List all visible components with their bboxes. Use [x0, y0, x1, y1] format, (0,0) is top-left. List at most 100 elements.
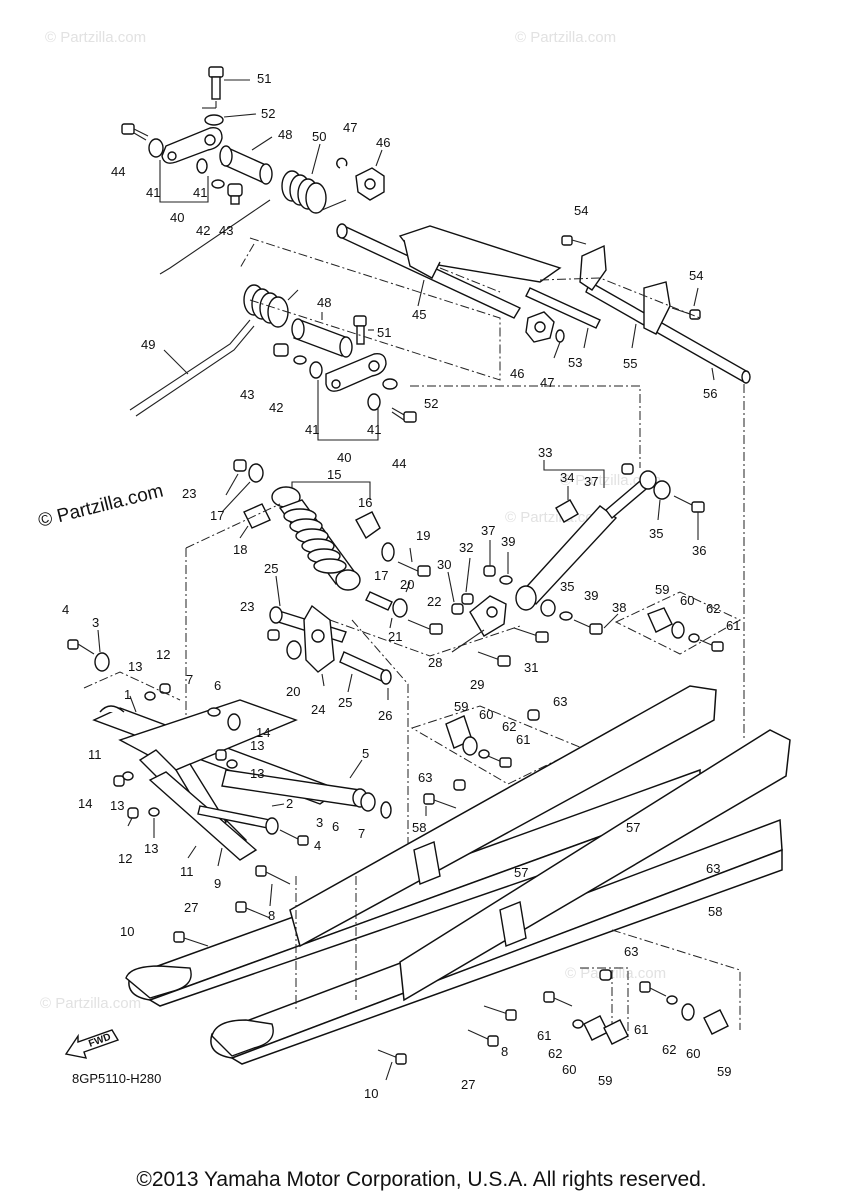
callout-25: 25: [338, 695, 352, 710]
callout-20: 20: [400, 577, 414, 592]
callout-63: 63: [418, 770, 432, 785]
collar-60-icon: [681, 1003, 695, 1021]
block-59-icon: [603, 1019, 629, 1045]
nut-23-icon: [233, 459, 247, 472]
callout-47: 47: [540, 375, 554, 390]
bushing-20-icon: [286, 640, 302, 660]
callout-3: 3: [92, 615, 99, 630]
callout-29: 29: [470, 677, 484, 692]
bolt-10-icon: [377, 1049, 407, 1065]
callout-44: 44: [392, 456, 406, 471]
bolt-22-icon: [407, 619, 443, 635]
bolt-44-icon: [391, 407, 417, 423]
bushing-3-icon: [265, 817, 279, 835]
bolt-8-icon: [255, 865, 291, 885]
collar-48-icon: [291, 318, 353, 358]
callout-26: 26: [378, 708, 392, 723]
callout-23: 23: [240, 599, 254, 614]
callout-4: 4: [314, 838, 321, 853]
bushing-41-icon: [367, 393, 381, 411]
callout-62: 62: [502, 719, 516, 734]
circlip-47-icon: [555, 329, 565, 343]
collar-21-icon: [365, 591, 393, 611]
callout-61: 61: [516, 732, 530, 747]
collar-18-icon: [243, 503, 271, 529]
callout-43: 43: [219, 223, 233, 238]
collar-35-icon: [540, 599, 556, 617]
callout-59: 59: [454, 699, 468, 714]
callout-31: 31: [524, 660, 538, 675]
callout-44: 44: [111, 164, 125, 179]
callout-30: 30: [437, 557, 451, 572]
callout-23: 23: [182, 486, 196, 501]
bolt-61-icon: [699, 639, 724, 652]
callout-51: 51: [377, 325, 391, 340]
callout-41: 41: [193, 185, 207, 200]
shaft-53-icon: [525, 287, 601, 329]
callout-46: 46: [510, 366, 524, 381]
washer-41-icon: [196, 158, 208, 174]
collar-60-icon: [462, 736, 478, 756]
nut-63-icon: [527, 709, 540, 721]
callout-59: 59: [717, 1064, 731, 1079]
callout-1: 1: [124, 687, 131, 702]
callout-41: 41: [146, 185, 160, 200]
callout-13: 13: [250, 738, 264, 753]
watermark: © Partzilla.com: [45, 29, 146, 46]
nut-63-icon: [599, 969, 612, 981]
washer-7-icon: [207, 707, 221, 717]
block-59-icon: [647, 607, 673, 633]
washer-13-icon: [144, 691, 156, 701]
bolt-31-icon: [513, 627, 549, 643]
callout-40: 40: [170, 210, 184, 225]
bolt-58-icon: [423, 793, 457, 809]
fwd-arrow-icon: FWD: [64, 1029, 120, 1059]
nut-63-icon: [453, 779, 466, 791]
callout-34: 34: [560, 470, 574, 485]
washer-52-icon: [204, 114, 224, 126]
bracket-54-icon: [579, 244, 607, 291]
callout-3: 3: [316, 815, 323, 830]
washer-62-icon: [666, 995, 678, 1005]
bumper-34-icon: [555, 499, 579, 523]
bolt-54-icon: [561, 235, 587, 246]
callout-10: 10: [120, 924, 134, 939]
callout-27: 27: [184, 900, 198, 915]
collar-48-icon: [219, 145, 273, 185]
bushing-41-icon: [309, 361, 323, 379]
washer-39-icon: [499, 575, 513, 585]
callout-42: 42: [269, 400, 283, 415]
callout-43: 43: [240, 387, 254, 402]
callout-60: 60: [680, 593, 694, 608]
slide-rail-left-icon: [125, 685, 717, 1007]
nut-14-icon: [113, 775, 125, 787]
block-59-icon: [703, 1009, 729, 1035]
callout-54: 54: [689, 268, 703, 283]
nut-37-icon: [621, 463, 634, 475]
shaft-56-icon: [585, 280, 751, 384]
callout-62: 62: [548, 1046, 562, 1061]
callout-35: 35: [649, 526, 663, 541]
callout-63: 63: [624, 944, 638, 959]
callout-8: 8: [501, 1044, 508, 1059]
bolt-54-icon: [671, 307, 701, 320]
callout-11: 11: [88, 747, 102, 762]
callout-21: 21: [388, 629, 402, 644]
bolt-27-icon: [467, 1029, 499, 1047]
callout-62: 62: [706, 601, 720, 616]
callout-27: 27: [461, 1077, 475, 1092]
collar-17-icon: [381, 542, 395, 562]
callout-19: 19: [416, 528, 430, 543]
washer-39-icon: [559, 611, 573, 621]
washer-62-icon: [572, 1019, 584, 1029]
bolt-29-icon: [477, 651, 511, 667]
bushing-20-icon: [392, 598, 408, 618]
callout-52: 52: [261, 106, 275, 121]
collar-17-icon: [248, 463, 264, 483]
watermark: © Partzilla.com: [40, 995, 141, 1012]
bolt-51-icon: [208, 66, 224, 100]
callout-42: 42: [196, 223, 210, 238]
bumper-16-icon: [355, 511, 381, 540]
callout-58: 58: [708, 904, 722, 919]
callout-33: 33: [538, 445, 552, 460]
